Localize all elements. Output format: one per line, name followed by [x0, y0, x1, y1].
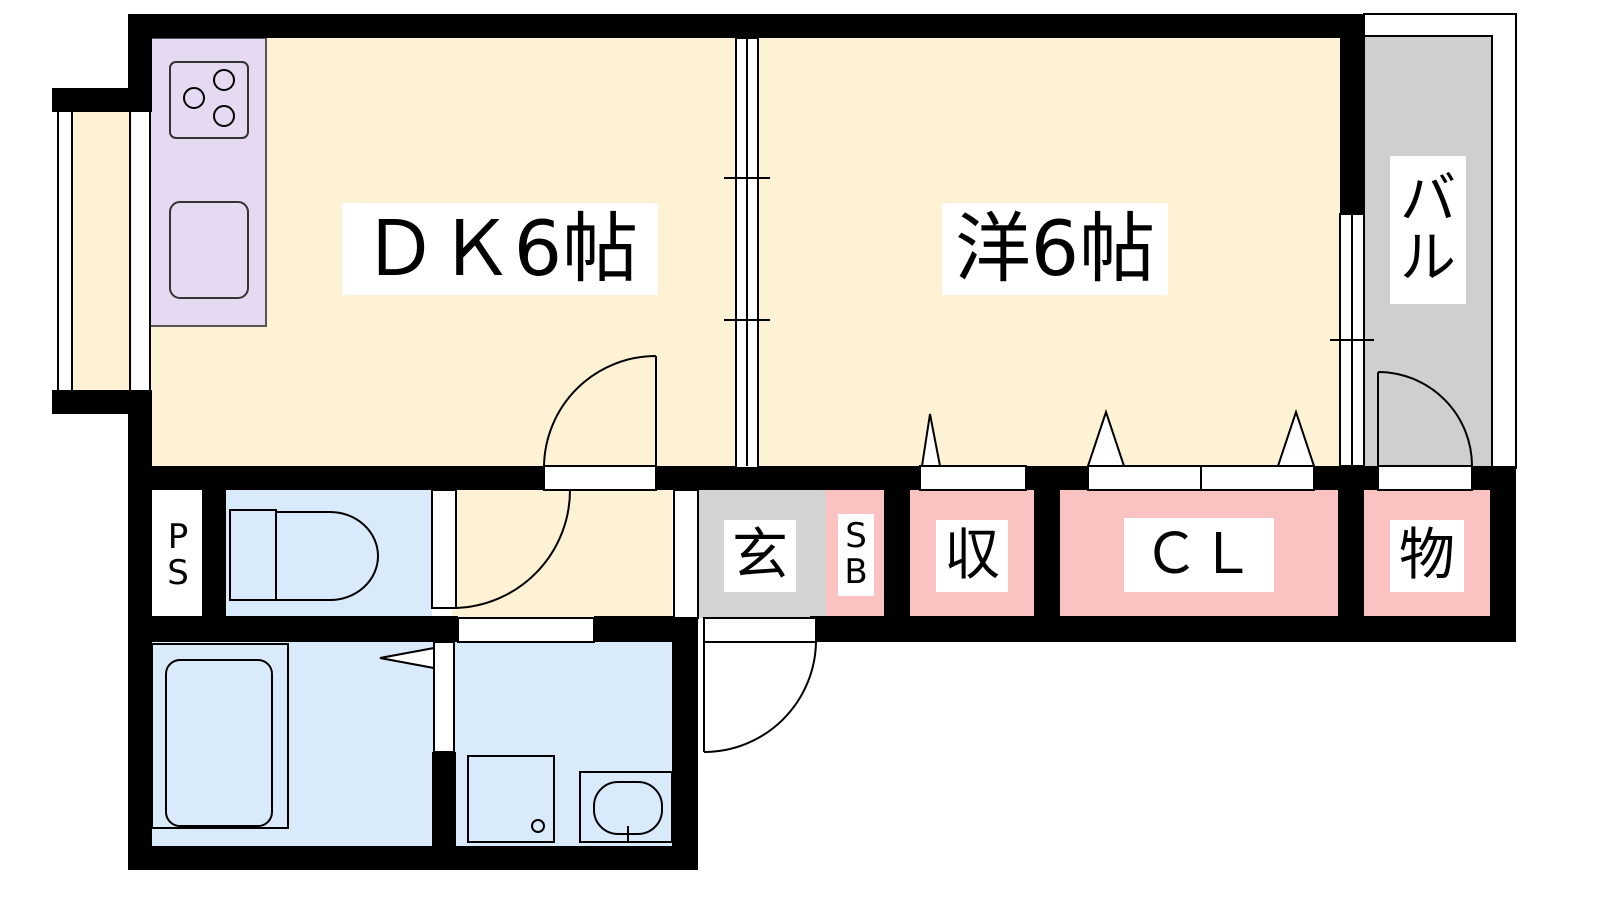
bathtub-inner: [165, 659, 273, 827]
toilet-tank: [229, 509, 277, 601]
balcony-label-char-1: バ: [1400, 167, 1456, 233]
pipe-space-label-char-1: P: [167, 517, 189, 558]
shoebox-label: S B: [838, 514, 874, 596]
wall-left-bay-top: [52, 88, 152, 112]
bath-door-marker: [379, 646, 435, 670]
genkan-step: [673, 489, 699, 619]
closet-marker-1: [1086, 408, 1126, 467]
door-toilet-opening: [431, 489, 457, 609]
stove-burner-1: [183, 87, 205, 109]
wall-bottom-right: [810, 616, 1516, 642]
shoebox-label-char-2: B: [844, 552, 868, 592]
stove-burner-3: [213, 105, 235, 127]
sink-icon: [169, 201, 249, 299]
drain-icon: [531, 819, 545, 833]
wall-top: [128, 14, 1364, 38]
shoebox-label-char-1: S: [845, 516, 867, 557]
wall-storage-cl: [1034, 490, 1060, 640]
balcony-label-char-2: ル: [1400, 226, 1456, 291]
door-dk-entry-opening: [543, 465, 657, 491]
wall-right-bath: [672, 618, 698, 870]
wall-toilet-lower: [128, 616, 458, 642]
wall-ps-right: [202, 490, 226, 620]
bath-door: [433, 641, 455, 753]
door-dk-entry-swing: [543, 355, 657, 467]
window-bay-fill: [72, 112, 132, 390]
washing-machine-pan-icon: [467, 755, 555, 843]
stove-icon: [169, 61, 249, 139]
door-front-swing: [703, 641, 817, 753]
storage-opening: [919, 465, 1027, 491]
wall-cl-store: [1338, 490, 1364, 640]
closet-marker-2: [1276, 408, 1316, 467]
western-room-label: 洋6帖: [942, 203, 1168, 295]
pipe-space-label-char-2: S: [167, 553, 189, 593]
wash-opening: [457, 617, 595, 643]
balcony-label: バ ル: [1390, 156, 1466, 304]
closet-label: ＣＬ: [1124, 518, 1274, 592]
hall-fill: [452, 490, 672, 618]
storage-marker: [920, 413, 942, 467]
storeroom-label: 物: [1390, 520, 1464, 592]
door-balcony-opening: [1377, 465, 1473, 491]
door-front-opening: [703, 617, 817, 643]
genkan-label: 玄: [724, 520, 796, 592]
wall-bath-divider-lower: [432, 752, 456, 848]
wall-genkan-sb: [884, 490, 910, 640]
toilet-icon: [275, 511, 379, 601]
stove-burner-2: [213, 69, 235, 91]
pipe-space-label: P S: [158, 514, 198, 598]
storage-label: 収: [936, 520, 1008, 592]
wall-wash-top-right: [594, 616, 698, 642]
wall-right-end: [1490, 466, 1516, 642]
door-balcony-swing: [1377, 371, 1473, 467]
wall-bottom-left: [128, 846, 698, 870]
wall-right-western: [1340, 14, 1364, 214]
dk-room-label: ＤＫ6帖: [342, 203, 658, 295]
